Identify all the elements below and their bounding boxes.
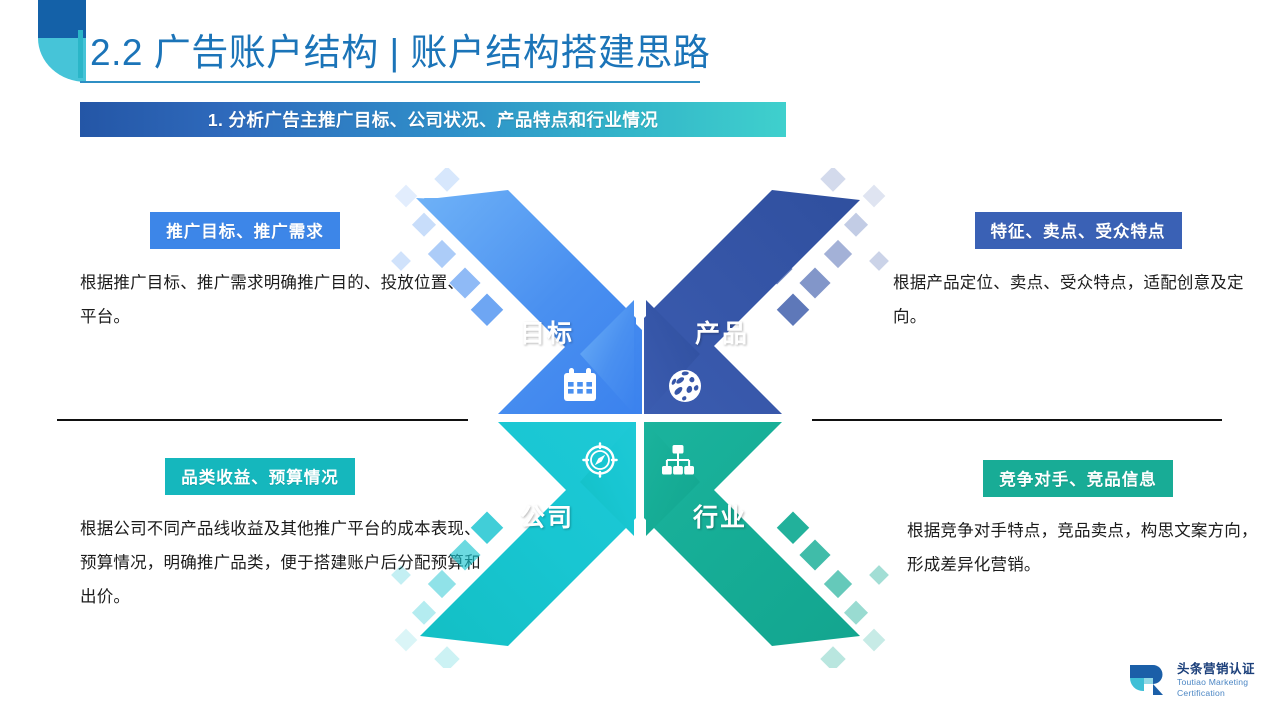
callout-company: 品类收益、预算情况 根据公司不同产品线收益及其他推广平台的成本表现、预算情况，明… — [80, 458, 490, 614]
sitemap-icon — [658, 441, 698, 481]
brand-name-cn: 头条营销认证 — [1177, 661, 1256, 676]
callout-industry-body: 根据竞争对手特点，竞品卖点，构思文案方向，形成差异化营销。 — [907, 522, 1258, 574]
callout-industry-tag: 竞争对手、竞品信息 — [983, 460, 1173, 497]
callout-company-tag: 品类收益、预算情况 — [165, 458, 355, 495]
page-title-group: 2.2 广告账户结构 | 账户结构搭建思路 — [78, 28, 978, 84]
title-accent-bar — [78, 30, 83, 78]
quadrant-label-company: 公司 — [520, 504, 575, 532]
quadrant-label-industry: 行业 — [693, 504, 748, 532]
quadrant-company-shape — [420, 422, 636, 646]
quadrant-goal-shape — [416, 190, 642, 414]
divider-right — [812, 419, 1222, 421]
brand-name-en-line1: Toutiao Marketing — [1177, 676, 1249, 687]
section-banner-label: 1. 分析广告主推广目标、公司状况、产品特点和行业情况 — [207, 110, 659, 130]
callout-goal-tag-row: 推广目标、推广需求 — [80, 212, 410, 249]
brand-logo-text: 头条营销认证 Toutiao Marketing Certification — [1177, 662, 1255, 699]
callout-product-tag-row: 特征、卖点、受众特点 — [893, 212, 1263, 249]
section-banner: 1. 分析广告主推广目标、公司状况、产品特点和行业情况 — [80, 102, 786, 137]
brand-logo-mark — [1130, 665, 1163, 695]
compass-icon — [580, 440, 620, 480]
brand-logo: 头条营销认证 Toutiao Marketing Certification — [1128, 654, 1268, 706]
divider-left — [57, 419, 468, 421]
calendar-icon — [560, 366, 600, 406]
callout-industry-tag-row: 竞争对手、竞品信息 — [893, 460, 1263, 497]
quadrant-product-shape — [644, 190, 860, 414]
callout-product-tag: 特征、卖点、受众特点 — [974, 212, 1182, 249]
callout-industry: 竞争对手、竞品信息 根据竞争对手特点，竞品卖点，构思文案方向，形成差异化营销。 — [893, 460, 1263, 582]
callout-goal: 推广目标、推广需求 根据推广目标、推广需求明确推广目的、投放位置、平台。 — [80, 212, 480, 334]
callout-goal-tag: 推广目标、推广需求 — [150, 212, 340, 249]
x-arrow-diagram: 目标 产品 公司 行业 — [380, 168, 900, 668]
callout-goal-body: 根据推广目标、推广需求明确推广目的、投放位置、平台。 — [80, 274, 465, 326]
callout-product: 特征、卖点、受众特点 根据产品定位、卖点、受众特点，适配创意及定向。 — [893, 212, 1263, 334]
brand-name-en-line2: Certification — [1177, 687, 1225, 698]
callout-product-body: 根据产品定位、卖点、受众特点，适配创意及定向。 — [893, 274, 1244, 326]
quadrant-label-goal: 目标 — [520, 320, 575, 348]
title-underline — [80, 81, 700, 83]
callout-company-body: 根据公司不同产品线收益及其他推广平台的成本表现、预算情况，明确推广品类，便于搭建… — [80, 520, 481, 606]
page-title: 2.2 广告账户结构 | 账户结构搭建思路 — [90, 32, 711, 73]
quadrant-label-product: 产品 — [695, 320, 750, 348]
globe-icon — [665, 366, 705, 406]
callout-company-tag-row: 品类收益、预算情况 — [80, 458, 440, 495]
quadrant-industry-shape — [644, 422, 860, 646]
